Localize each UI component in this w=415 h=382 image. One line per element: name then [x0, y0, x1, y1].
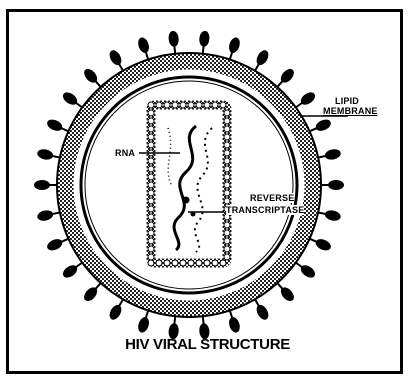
glycoprotein-spike	[36, 207, 62, 222]
capsid-bead	[148, 254, 154, 260]
capsid-bead	[212, 102, 218, 108]
lipid-membrane-label-line2: MEMBRANE	[323, 106, 378, 116]
capsid-bead	[148, 214, 154, 220]
capsid-bead	[220, 102, 226, 108]
capsid-bead	[148, 222, 154, 228]
capsid-bead	[220, 260, 226, 266]
capsid-bead	[224, 158, 230, 164]
capsid-bead	[164, 260, 170, 266]
capsid-bead	[204, 102, 210, 108]
glycoprotein-spike	[316, 148, 342, 163]
capsid-bead	[148, 142, 154, 148]
capsid-bead	[224, 150, 230, 156]
capsid-bead	[224, 134, 230, 140]
capsid-bead	[196, 102, 202, 108]
capsid-bead	[148, 126, 154, 132]
capsid-bead	[224, 110, 230, 116]
capsid-bead	[224, 230, 230, 236]
capsid-bead	[148, 134, 154, 140]
capsid-bead	[180, 102, 186, 108]
capsid-bead	[224, 182, 230, 188]
capsid-bead	[180, 260, 186, 266]
capsid-bead	[148, 238, 154, 244]
capsid-bead	[148, 260, 154, 266]
capsid-bead	[172, 260, 178, 266]
capsid-bead	[224, 174, 230, 180]
capsid-bead	[224, 190, 230, 196]
capsid-bead	[196, 260, 202, 266]
glycoprotein-spike	[34, 180, 58, 190]
glycoprotein-spike	[36, 148, 62, 163]
capsid-bead	[148, 182, 154, 188]
capsid-bead	[148, 174, 154, 180]
rna-label: RNA	[114, 148, 136, 158]
capsid-bead	[188, 102, 194, 108]
capsid-bead	[148, 190, 154, 196]
capsid-bead	[148, 118, 154, 124]
capsid-bead	[148, 158, 154, 164]
capsid-bead	[148, 102, 154, 108]
capsid-bead	[204, 260, 210, 266]
lipid-membrane-label-line1: LIPID	[335, 96, 359, 106]
capsid-bead	[172, 102, 178, 108]
glycoprotein-spike	[316, 207, 342, 222]
capsid-bead	[212, 260, 218, 266]
capsid-bead	[156, 260, 162, 266]
glycoprotein-spike	[320, 180, 344, 190]
glycoprotein-spike	[198, 30, 210, 55]
capsid-bead	[224, 198, 230, 204]
figure-caption: HIV VIRAL STRUCTURE	[0, 336, 415, 353]
capsid-bead	[148, 206, 154, 212]
glycoprotein-spike	[168, 30, 180, 55]
capsid-bead	[148, 166, 154, 172]
capsid-bead	[224, 246, 230, 252]
capsid-bead	[148, 246, 154, 252]
capsid-bead	[224, 254, 230, 260]
reverse-transcriptase-enzyme	[183, 197, 190, 204]
capsid-bead	[224, 142, 230, 148]
capsid-bead	[224, 118, 230, 124]
capsid-bead	[224, 222, 230, 228]
capsid-core	[151, 105, 227, 263]
reverse-transcriptase-label-line2: TRANSCRIPTASE	[226, 205, 304, 215]
capsid-bead	[148, 230, 154, 236]
reverse-transcriptase-label-line1: REVERSE	[250, 193, 294, 203]
capsid-bead	[148, 110, 154, 116]
capsid-bead	[164, 102, 170, 108]
capsid-bead	[148, 198, 154, 204]
capsid-bead	[188, 260, 194, 266]
capsid-bead	[224, 126, 230, 132]
capsid-bead	[156, 102, 162, 108]
capsid-bead	[224, 166, 230, 172]
capsid-bead	[224, 238, 230, 244]
